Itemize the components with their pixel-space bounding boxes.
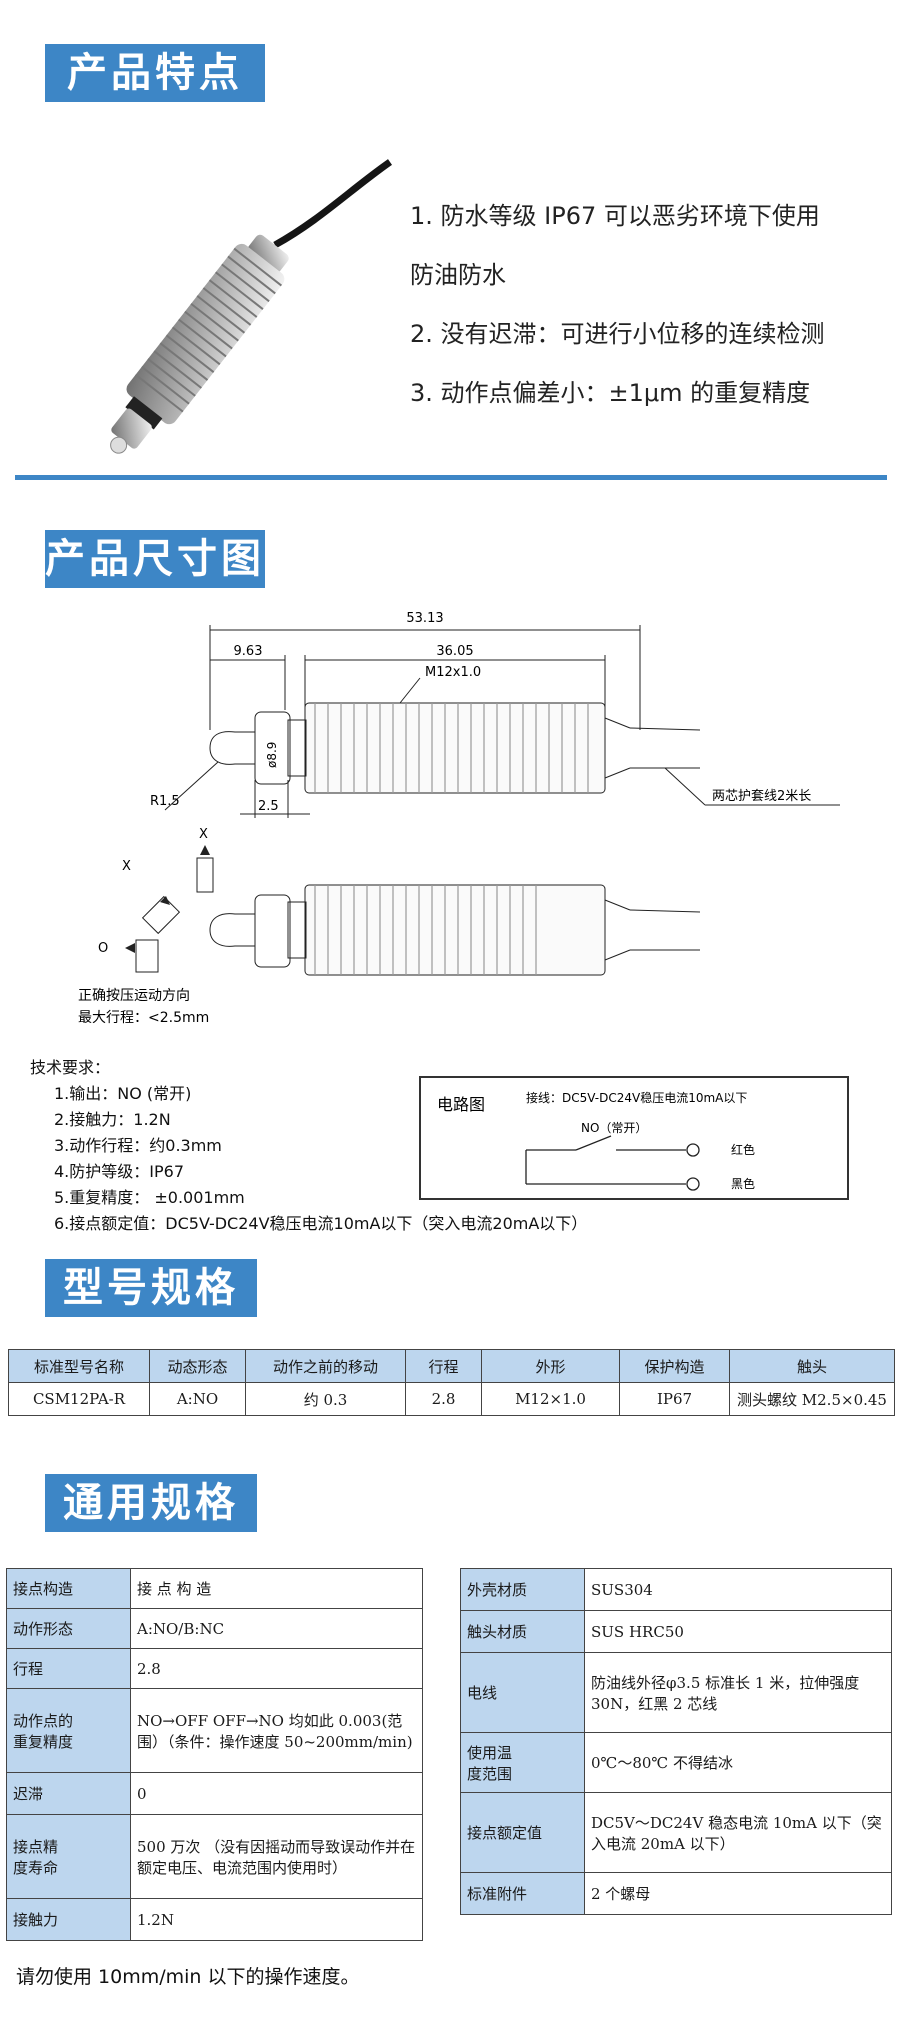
max-stroke: 最大行程：<2.5mm <box>78 1010 209 1026</box>
circuit-diagram: 电路图 接线：DC5V-DC24V稳压电流10mA以下 NO（常开） 红色 黑色 <box>419 1076 849 1200</box>
table-cell: 2.8 <box>405 1382 482 1416</box>
table-cell: M12×1.0 <box>481 1382 620 1416</box>
col-header: 保护构造 <box>619 1349 730 1383</box>
table-row: 行程 2.8 <box>6 1648 423 1689</box>
model-table: 标准型号名称 动态形态 动作之前的移动 行程 外形 保护构造 触头 CSM12P… <box>8 1349 895 1416</box>
tech-item: 2.接触力：1.2N <box>54 1110 171 1129</box>
spec-value: DC5V～DC24V 稳态电流 10mA 以下（突入电流 20mA 以下） <box>584 1792 892 1873</box>
spec-key: 外壳材质 <box>460 1568 585 1611</box>
section-title-general: 通用规格 <box>45 1474 257 1532</box>
sensor-photo <box>110 159 393 454</box>
spec-value: 1.2N <box>130 1898 423 1941</box>
tech-item: 6.接点额定值：DC5V-DC24V稳压电流10mA以下（突入电流20mA以下） <box>54 1214 588 1233</box>
table-row: 迟滞 0 <box>6 1772 423 1815</box>
spec-key: 动作形态 <box>6 1608 131 1649</box>
dim-head: 9.63 <box>234 644 263 659</box>
feature-item: 1. 防水等级 IP67 可以恶劣环境下使用 <box>410 202 820 230</box>
spec-key: 接点精度寿命 <box>13 1837 59 1877</box>
table-cell: 约 0.3 <box>245 1382 406 1416</box>
table-row: 动作点的重复精度 NO→OFF OFF→NO 均如此 0.003(范围）（条件：… <box>6 1688 423 1773</box>
section-title-features: 产品特点 <box>45 44 265 102</box>
spec-value: 0 <box>130 1772 423 1815</box>
col-header: 动态形态 <box>149 1349 246 1383</box>
circuit-wiring: 接线：DC5V-DC24V稳压电流10mA以下 <box>526 1090 747 1105</box>
tech-item: 3.动作行程：约0.3mm <box>54 1136 222 1155</box>
dim-thread: M12x1.0 <box>425 665 481 680</box>
spec-table-right: 外壳材质 SUS304 触头材质 SUS HRC50 电线 防油线外径φ3.5 … <box>460 1568 892 1915</box>
table-cell: A:NO <box>149 1382 246 1416</box>
spec-value: 500 万次 （没有因摇动而导致误动作并在额定电压、电流范围内使用时） <box>130 1814 423 1899</box>
spec-key: 接触力 <box>6 1898 131 1941</box>
table-header-row: 标准型号名称 动态形态 动作之前的移动 行程 外形 保护构造 触头 <box>8 1349 895 1383</box>
dim-diameter: ø8.9 <box>265 742 279 768</box>
tech-title: 技术要求： <box>30 1058 111 1077</box>
spec-key: 接点额定值 <box>460 1792 585 1873</box>
dim-radius: R1.5 <box>150 794 180 809</box>
wire-black-label: 黑色 <box>731 1177 755 1191</box>
dim-tip: 2.5 <box>258 799 279 814</box>
feature-item: 3. 动作点偏差小：±1μm 的重复精度 <box>410 379 811 407</box>
wire-red-label: 红色 <box>731 1142 755 1157</box>
spec-value: 防油线外径φ3.5 标准长 1 米，拉伸强度 30N，红黑 2 芯线 <box>584 1652 892 1733</box>
spec-key: 电线 <box>460 1652 585 1733</box>
table-row: 动作形态 A:NO/B:NC <box>6 1608 423 1649</box>
section-title-dimensions: 产品尺寸图 <box>45 530 265 588</box>
spec-key: 触头材质 <box>460 1610 585 1653</box>
spec-value: A:NO/B:NC <box>130 1608 423 1649</box>
feature-list: 1. 防水等级 IP67 可以恶劣环境下使用 防油防水 2. 没有迟滞：可进行小… <box>410 196 890 432</box>
spec-key: 接点构造 <box>13 1580 74 1598</box>
feature-item: 2. 没有迟滞：可进行小位移的连续检测 <box>410 320 825 348</box>
spec-key: 迟滞 <box>6 1772 131 1815</box>
spec-value: NO→OFF OFF→NO 均如此 0.003(范围）（条件：操作速度 50~2… <box>130 1688 423 1773</box>
table-cell: 测头螺纹 M2.5×0.45 <box>729 1382 895 1416</box>
spec-table-left: 接点构造 接 点 构 造 动作形态 A:NO/B:NC 行程 2.8 动作点的重… <box>6 1568 423 1941</box>
table-row: 电线 防油线外径φ3.5 标准长 1 米，拉伸强度 30N，红黑 2 芯线 <box>460 1652 892 1733</box>
table-cell: CSM12PA-R <box>8 1382 150 1416</box>
section-divider <box>15 475 887 480</box>
direction-x-left: X <box>122 859 131 874</box>
col-header: 标准型号名称 <box>8 1349 150 1383</box>
spec-value: 接 点 构 造 <box>130 1568 423 1609</box>
tech-item: 5.重复精度： ±0.001mm <box>54 1188 245 1207</box>
circuit-no-label: NO（常开） <box>581 1121 647 1135</box>
table-row: 外壳材质 SUS304 <box>460 1568 892 1611</box>
table-row: 使用温度范围 0℃～80℃ 不得结冰 <box>460 1732 892 1793</box>
direction-o: O <box>98 941 108 956</box>
table-row: CSM12PA-R A:NO 约 0.3 2.8 M12×1.0 IP67 测头… <box>8 1382 895 1416</box>
col-header: 外形 <box>481 1349 620 1383</box>
spec-key: 标准附件 <box>460 1872 585 1915</box>
direction-note: 正确按压运动方向 <box>78 988 190 1004</box>
tech-item: 1.输出：NO (常开) <box>54 1084 192 1103</box>
table-row: 接触力 1.2N <box>6 1898 423 1941</box>
direction-x-top: X <box>199 827 208 842</box>
table-row: 接点构造 接 点 构 造 <box>6 1568 423 1609</box>
spec-value: SUS304 <box>584 1568 892 1611</box>
tech-item: 4.防护等级：IP67 <box>54 1162 184 1181</box>
table-row: 接点精度寿命 500 万次 （没有因摇动而导致误动作并在额定电压、电流范围内使用… <box>6 1814 423 1899</box>
col-header: 行程 <box>405 1349 482 1383</box>
spec-key: 使用温度范围 <box>467 1743 513 1783</box>
dim-body: 36.05 <box>436 644 473 659</box>
dim-total: 53.13 <box>406 611 443 626</box>
usage-note: 请勿使用 10mm/min 以下的操作速度。 <box>16 1966 360 1988</box>
dimension-drawing: 53.13 9.63 36.05 M12x1.0 R1.5 ø8.9 2.5 两… <box>78 611 840 1026</box>
section-title-model: 型号规格 <box>45 1259 257 1317</box>
spec-value: 2 个螺母 <box>584 1872 892 1915</box>
table-row: 触头材质 SUS HRC50 <box>460 1610 892 1653</box>
feature-item: 防油防水 <box>410 261 506 289</box>
col-header: 动作之前的移动 <box>245 1349 406 1383</box>
spec-value: 0℃～80℃ 不得结冰 <box>584 1732 892 1793</box>
spec-value: SUS HRC50 <box>584 1610 892 1653</box>
spec-value: 2.8 <box>130 1648 423 1689</box>
table-row: 标准附件 2 个螺母 <box>460 1872 892 1915</box>
spec-key: 动作点的重复精度 <box>13 1711 74 1751</box>
circuit-title: 电路图 <box>437 1095 485 1114</box>
table-row: 接点额定值 DC5V～DC24V 稳态电流 10mA 以下（突入电流 20mA … <box>460 1792 892 1873</box>
tech-requirements: 技术要求： 1.输出：NO (常开) 2.接触力：1.2N 3.动作行程：约0.… <box>30 1055 587 1237</box>
table-cell: IP67 <box>619 1382 730 1416</box>
col-header: 触头 <box>729 1349 895 1383</box>
cable-label: 两芯护套线2米长 <box>712 788 811 804</box>
spec-key: 行程 <box>6 1648 131 1689</box>
